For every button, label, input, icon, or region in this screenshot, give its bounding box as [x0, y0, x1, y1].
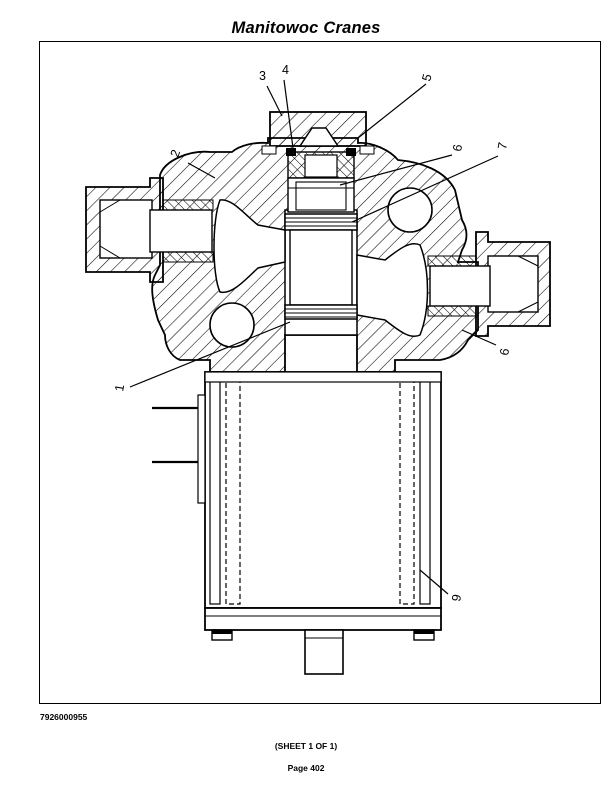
- sheet-label: (SHEET 1 OF 1): [274, 741, 338, 751]
- left-port-fitting: [85, 177, 214, 283]
- callout-9: 9: [449, 593, 464, 602]
- callout-7: 7: [495, 141, 510, 150]
- callout-3: 3: [259, 69, 266, 83]
- page-number: Page 402: [287, 763, 325, 773]
- drawing-frame: [39, 41, 601, 704]
- callout-6-right: 6: [497, 347, 512, 356]
- part-number: 7926000955: [40, 712, 88, 722]
- callout-1: 1: [112, 383, 127, 392]
- page-title: Manitowoc Cranes: [231, 19, 381, 37]
- callout-labels: 3 4 5 2 6 7 1 6 9: [112, 63, 512, 603]
- callout-6-top: 6: [450, 143, 465, 152]
- leader-lines: [129, 79, 499, 595]
- right-port-fitting: [427, 231, 551, 337]
- callout-5: 5: [419, 72, 434, 82]
- plunger-assembly: [284, 151, 358, 320]
- solenoid-housing: [152, 371, 442, 675]
- top-cap: [261, 111, 375, 155]
- callout-2: 2: [168, 148, 184, 159]
- callout-4: 4: [282, 63, 289, 77]
